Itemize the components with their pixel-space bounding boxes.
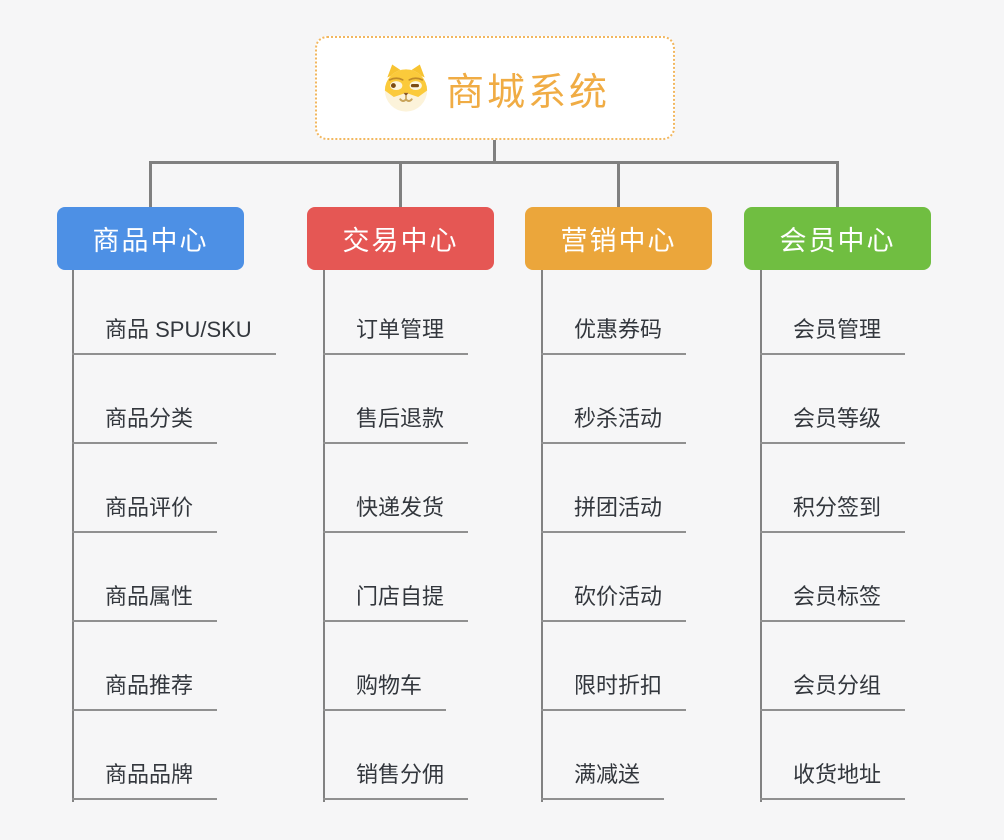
leaf-node[interactable]: 拼团活动 [541,492,687,533]
root-node-mall-system[interactable]: 商城系统 [315,36,675,140]
connector-drop-members [836,161,839,207]
leaf-node[interactable]: 商品属性 [72,581,218,622]
connector-root-stem [493,140,496,164]
branch-spine [72,270,74,802]
leaf-node[interactable]: 会员等级 [760,403,906,444]
branch-spine [760,270,762,802]
branch-spine [541,270,543,802]
branch-node-trade-center[interactable]: 交易中心 [307,207,494,270]
leaf-node[interactable]: 订单管理 [323,314,469,355]
leaf-node[interactable]: 限时折扣 [541,670,687,711]
branch-node-marketing-center[interactable]: 营销中心 [525,207,712,270]
leaf-node[interactable]: 商品推荐 [72,670,218,711]
leaf-node[interactable]: 收货地址 [760,759,906,800]
connector-bus [149,161,839,164]
leaf-node[interactable]: 商品评价 [72,492,218,533]
leaf-node[interactable]: 门店自提 [323,581,469,622]
leaf-node[interactable]: 秒杀活动 [541,403,687,444]
leaf-node[interactable]: 优惠券码 [541,314,687,355]
leaf-node[interactable]: 商品品牌 [72,759,218,800]
leaf-node[interactable]: 会员管理 [760,314,906,355]
leaf-node[interactable]: 满减送 [541,759,665,800]
branch-spine [323,270,325,802]
connector-drop-marketing [617,161,620,207]
branch-node-member-center[interactable]: 会员中心 [744,207,931,270]
root-title: 商城系统 [445,71,610,114]
leaf-node[interactable]: 商品分类 [72,403,218,444]
leaf-node[interactable]: 积分签到 [760,492,906,533]
branch-node-product-center[interactable]: 商品中心 [57,207,244,270]
leaf-node[interactable]: 销售分佣 [323,759,469,800]
leaf-node[interactable]: 商品 SPU/SKU [72,314,276,355]
leaf-node[interactable]: 砍价活动 [541,581,687,622]
leaf-node[interactable]: 会员标签 [760,581,906,622]
leaf-node[interactable]: 购物车 [323,670,447,711]
leaf-node[interactable]: 售后退款 [323,403,469,444]
dog-face-icon [380,62,432,114]
leaf-node[interactable]: 会员分组 [760,670,906,711]
leaf-node[interactable]: 快递发货 [323,492,469,533]
connector-drop-trade [399,161,402,207]
connector-drop-products [149,161,152,207]
